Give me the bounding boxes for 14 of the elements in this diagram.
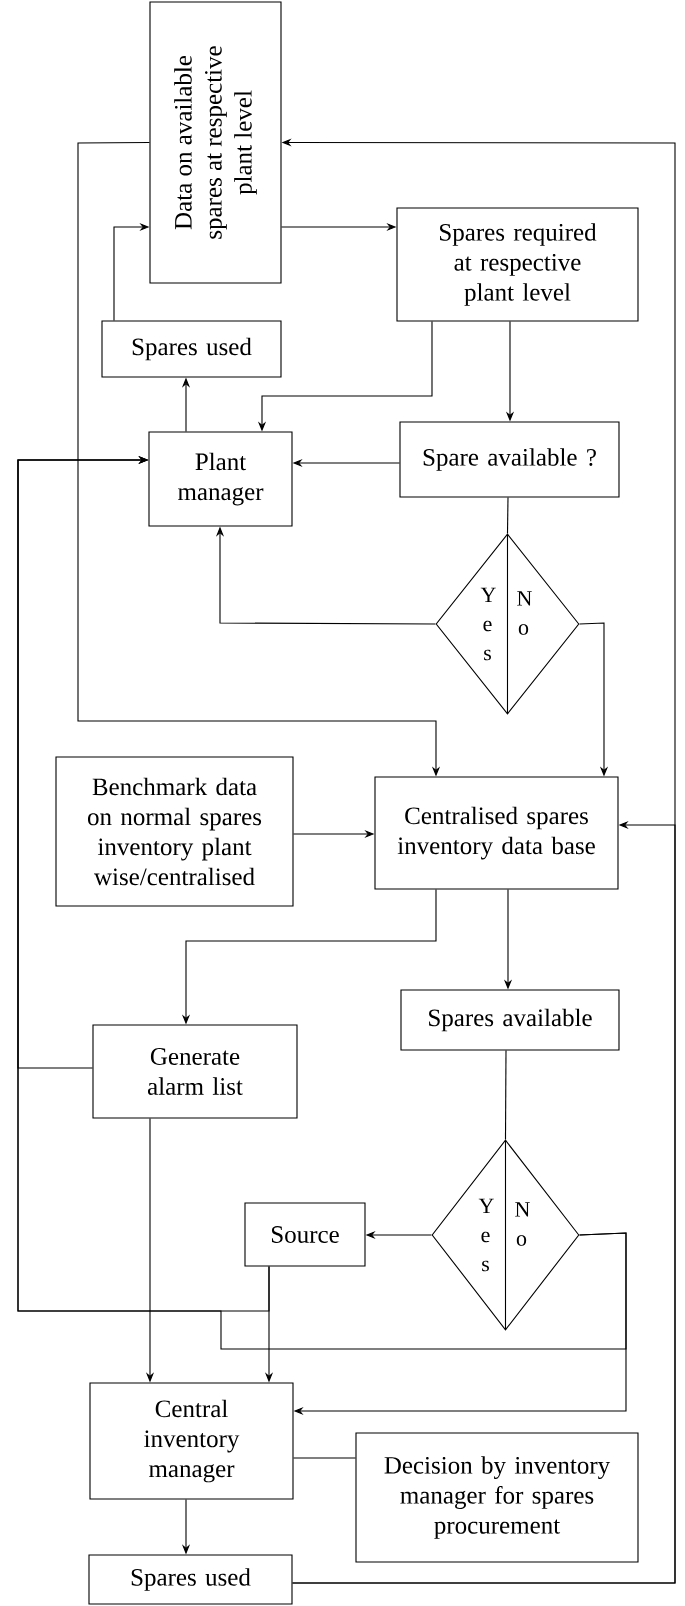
- process-box: Centralised spares inventory data base: [374, 776, 619, 890]
- process-box: Spare available ?: [399, 421, 620, 498]
- process-box: Spares required at respective plant level: [396, 207, 639, 322]
- process-box: Data on available spares at respective plant level: [149, 1, 282, 284]
- process-box: Spares used: [88, 1554, 293, 1605]
- arrow: [17, 455, 627, 1350]
- process-box: Spares used: [101, 320, 282, 378]
- process-box: Central inventory manager: [89, 1382, 294, 1500]
- process-box: Decision by inventory manager for spares procurement: [355, 1432, 639, 1563]
- process-box: Generate alarm list: [92, 1024, 298, 1119]
- process-box: Benchmark data on normal spares inventory plant wise/centralised: [55, 756, 294, 907]
- process-box: Spares available: [400, 989, 620, 1051]
- process-box: Source: [244, 1202, 366, 1267]
- process-box: Plant manager: [148, 431, 293, 527]
